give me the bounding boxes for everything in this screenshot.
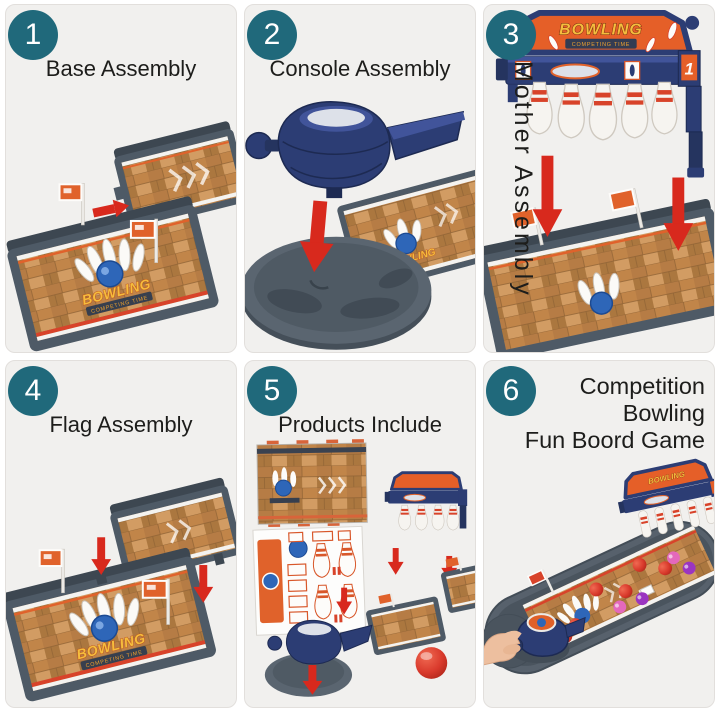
hand-graphic	[484, 630, 522, 666]
title-line: Competition	[579, 372, 705, 399]
arrow-icon	[336, 588, 353, 615]
lane-piece-front: BOWLING COMPETING TIME	[6, 548, 216, 702]
panel-finished-game: 6 Competition Bowling Fun Boord Game	[483, 359, 715, 708]
arrow-icon	[193, 565, 214, 603]
panel-mother-assembly: 3 Mother Assembly	[483, 4, 715, 353]
arrow-icon	[91, 537, 112, 576]
panel-flag-assembly: 4 Flag Assembly	[5, 359, 237, 708]
lane-decal-sheet	[256, 439, 368, 528]
flag-icon	[38, 549, 65, 594]
arrow-icon	[302, 665, 323, 696]
console-assembly-photo: BOWLING	[245, 100, 475, 350]
arrow-icon	[299, 200, 334, 272]
logo-text: BOWLING	[559, 21, 643, 38]
lane-logo: BOWLING COMPETING TIME	[74, 238, 153, 316]
console-graphic	[264, 620, 373, 698]
flag-icon	[378, 593, 395, 608]
step-badge: 6	[486, 365, 536, 416]
base-platform-graphic	[245, 236, 432, 350]
flag-icon	[445, 557, 463, 572]
arrow-icon	[663, 177, 694, 251]
panel-title: Flag Assembly	[49, 411, 193, 437]
base-assembly-photo: BOWLING COMPETING TIME	[6, 121, 236, 351]
lane-logo: BOWLING COMPETING TIME	[69, 593, 147, 671]
lane-piece-rear	[109, 478, 236, 582]
panel-base-assembly: 1 Base Assembly	[5, 4, 237, 353]
lane-base-graphic	[484, 187, 714, 352]
panel-console-assembly: 2 Console Assembly	[244, 4, 476, 353]
arrow-icon	[532, 155, 563, 237]
flag-icon	[141, 578, 170, 626]
panel-title: Console Assembly	[269, 56, 451, 81]
lane-piece-front: BOWLING COMPETING TIME	[6, 196, 219, 351]
finished-game-photo: BOWLING	[484, 458, 714, 675]
step-badge: 4	[8, 365, 58, 416]
panel-title: Products Include	[278, 411, 442, 437]
connect-arrow-icon	[92, 199, 130, 218]
flag-icon	[510, 206, 544, 246]
pin-rack-graphic: BOWLING	[617, 458, 714, 538]
products-include-photo	[252, 439, 475, 698]
step-badge: 3	[486, 10, 536, 60]
panel-title: Base Assembly	[45, 56, 197, 81]
title-line: Bowling	[622, 399, 705, 426]
panel-title: Mother Assembly	[509, 61, 537, 298]
red-ball-graphic	[415, 647, 448, 680]
step-badge: 2	[247, 10, 297, 60]
lane-pieces-graphic	[366, 557, 475, 656]
logo-subtext: COMPETING TIME	[572, 42, 630, 48]
flag-assembly-photo: BOWLING COMPETING TIME	[6, 478, 236, 702]
step-badge: 1	[8, 10, 58, 60]
panel-products-include: 5 Products Include	[244, 359, 476, 708]
step-badge: 5	[247, 365, 297, 416]
sticker-sheet	[252, 526, 367, 637]
flag-icon	[129, 218, 158, 263]
title-line: Fun Boord Game	[524, 427, 705, 453]
lane-piece-rear	[113, 121, 236, 230]
panel-title: Competition Bowling Fun Boord Game	[488, 373, 705, 455]
rack-number: 1	[685, 59, 694, 78]
flag-icon	[526, 569, 555, 594]
arrow-icon	[387, 548, 404, 576]
flag-icon	[608, 187, 644, 228]
flag-icon	[58, 182, 85, 225]
console-graphic	[245, 100, 466, 198]
hanging-pins-graphic	[526, 81, 678, 141]
pin-rack-graphic	[384, 471, 468, 531]
